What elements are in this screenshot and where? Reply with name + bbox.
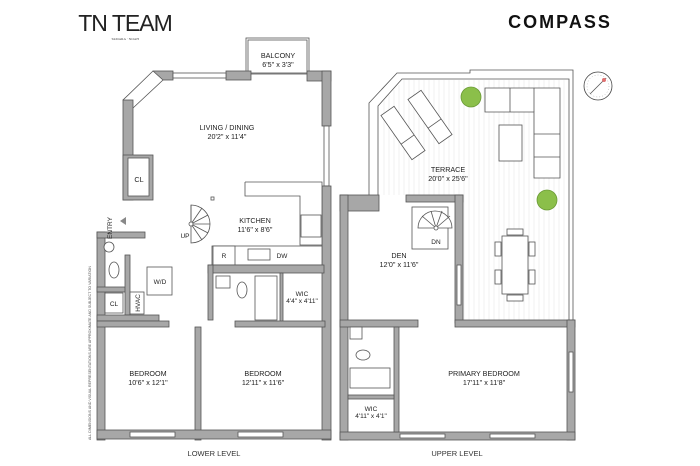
kitchen-size: 11'6" x 8'6" xyxy=(238,225,273,234)
primary-size: 17'11" x 11'8" xyxy=(463,378,506,387)
sink-icon xyxy=(215,275,231,289)
kitchen-sink-icon xyxy=(247,248,271,261)
entry-label: ENTRY xyxy=(107,216,114,239)
sink-icon xyxy=(103,241,115,253)
fridge-label: R xyxy=(222,253,227,260)
bathtub xyxy=(349,367,391,389)
window xyxy=(129,431,176,438)
team-subtitle: TAMARA · NOAH xyxy=(111,37,139,41)
window xyxy=(456,264,462,306)
toilet-icon xyxy=(236,281,248,299)
sink-icon xyxy=(349,326,363,340)
lower-level-plan: CL ENTRY CL HVAC W/D UP KITCHEN 11'6" x … xyxy=(96,37,332,441)
toilet-icon xyxy=(108,261,120,279)
compass-logo: COMPASS xyxy=(508,12,612,32)
plant-icon xyxy=(536,189,558,211)
team-logo: TN TEAM xyxy=(78,10,172,36)
window xyxy=(237,431,284,438)
washer-dryer-label: W/D xyxy=(154,279,167,286)
spiral-staircase[interactable] xyxy=(188,204,211,244)
kitchen-name: KITCHEN xyxy=(239,216,271,225)
disclaimer: ALL DIMENSIONS AND VISUAL REPRESENTATION… xyxy=(88,266,92,440)
upper-level-plan: TERRACE 20'0" x 25'6" DN DEN 12'0" x 11'… xyxy=(339,69,576,441)
entry-arrow-icon xyxy=(120,217,126,225)
bedroom1-size: 10'6" x 12'1" xyxy=(128,378,168,387)
window xyxy=(323,125,330,187)
living-name: LIVING / DINING xyxy=(200,123,255,132)
window xyxy=(568,351,574,393)
stairs-up-label: UP xyxy=(180,233,189,240)
wic-size: 4'4" x 4'11" xyxy=(286,298,318,305)
window xyxy=(172,72,227,79)
window xyxy=(489,433,536,439)
cooktop-icon xyxy=(300,214,322,238)
window xyxy=(399,433,446,439)
lounge-chair xyxy=(407,89,453,145)
primary-name: PRIMARY BEDROOM xyxy=(448,369,520,378)
hvac-label: HVAC xyxy=(135,294,142,312)
toilet-icon xyxy=(355,349,371,361)
bedroom1-name: BEDROOM xyxy=(129,369,166,378)
dishwasher-label: DW xyxy=(277,253,289,260)
balcony-size: 6'5" x 3'3" xyxy=(262,60,294,69)
lower-level-label: LOWER LEVEL xyxy=(188,449,241,458)
spiral-staircase[interactable] xyxy=(411,206,453,250)
coffee-table xyxy=(498,124,523,162)
sectional-sofa xyxy=(484,87,561,179)
bedroom2-name: BEDROOM xyxy=(244,369,281,378)
north-compass-icon xyxy=(583,71,613,101)
living-size: 20'2" x 11'4" xyxy=(208,132,247,141)
closet-label: CL xyxy=(134,175,143,184)
terrace-size: 20'0" x 25'6" xyxy=(428,174,468,183)
upper-wic-name: WIC xyxy=(365,406,378,413)
terrace-name: TERRACE xyxy=(431,165,466,174)
bedroom2-size: 12'11" x 11'6" xyxy=(242,378,285,387)
upper-level-label: UPPER LEVEL xyxy=(431,449,482,458)
plant-icon xyxy=(460,86,482,108)
washer-dryer xyxy=(146,266,173,296)
lounge-chair xyxy=(380,105,426,161)
closet xyxy=(127,157,150,197)
wic-name: WIC xyxy=(296,291,309,298)
bathtub xyxy=(254,275,278,321)
closet-label: CL xyxy=(110,301,119,308)
balcony xyxy=(245,37,310,75)
den-size: 12'0" x 11'6" xyxy=(380,260,419,269)
den-name: DEN xyxy=(391,251,406,260)
stairs-down-label: DN xyxy=(431,239,441,246)
balcony-name: BALCONY xyxy=(261,51,296,60)
upper-wic-size: 4'11" x 4'1" xyxy=(355,413,387,420)
dining-table xyxy=(501,235,529,295)
